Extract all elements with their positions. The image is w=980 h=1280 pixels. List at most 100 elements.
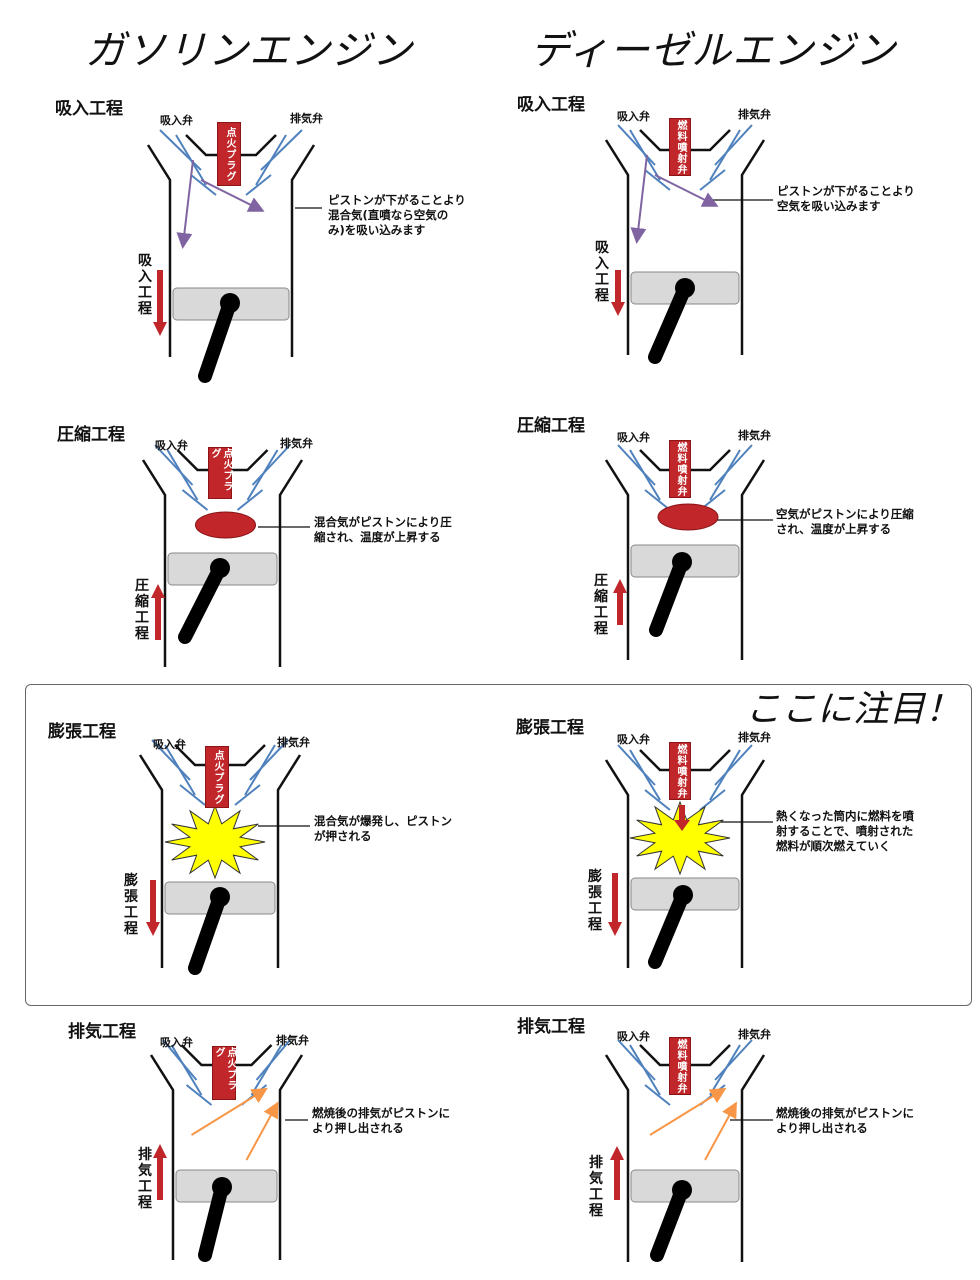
focus-highlight-box — [25, 684, 972, 1006]
annotation-line: 混合気が爆発し、ピストン — [314, 814, 452, 828]
gas-compression-exhaust-port-line — [251, 444, 291, 486]
diesel-intake-valve-label-1: 吸入弁 — [617, 110, 650, 123]
annotation-line: が押される — [314, 829, 372, 843]
diesel-exhaust-title: 排気工程 — [517, 1017, 585, 1037]
gas-exhaust-exhaust-valve-stem — [250, 1044, 283, 1096]
gas-intake-left-wall — [146, 144, 172, 357]
diesel-engine-title: ディーゼルエンジン — [530, 28, 897, 74]
gas-compression-annotation: 混合気がピストンにより圧 縮され、温度が上昇する — [314, 515, 452, 545]
diesel-compression-annotation: 空気がピストンにより圧縮 され、温度が上昇する — [776, 507, 914, 537]
spark-plug-1: 点火プラグ — [217, 122, 241, 186]
gas-exhaust-valve-label-1: 排気弁 — [290, 112, 323, 125]
diesel-expansion-intake-valve-head — [644, 789, 671, 811]
diesel-compression-intake-port-line — [617, 444, 656, 486]
annotation-line: み)を吸い込みます — [328, 223, 426, 237]
gas-intake-stroke-label: 吸入工程 — [138, 253, 152, 317]
gas-exhaust-valve-label-3: 排気弁 — [277, 736, 310, 749]
diesel-expansion-connecting-rod — [648, 888, 690, 969]
diesel-exhaust-intake-port-line — [617, 1039, 656, 1081]
annotation-line: 燃焼後の排気がピストンに — [776, 1106, 914, 1120]
annotation-line: ピストンが下がることより — [328, 193, 466, 207]
gas-expansion-connecting-rod — [188, 890, 227, 975]
annotation-line: 燃料が順次燃えていく — [776, 839, 891, 853]
gas-expansion-annotation: 混合気が爆発し、ピストン が押される — [314, 814, 452, 844]
gas-exhaust-connecting-rod — [198, 1180, 229, 1262]
diesel-intake-left-wall — [604, 139, 630, 355]
diesel-compression-intake-valve-head — [644, 489, 671, 511]
annotation-line: 混合気がピストンにより圧 — [314, 515, 452, 529]
gas-intake-title: 吸入工程 — [55, 99, 123, 119]
gas-intake-annotation: ピストンが下がることより 混合気(直噴なら空気の み)を吸い込みます — [328, 193, 466, 238]
spark-plug-3: 点火プラグ — [205, 746, 229, 808]
gas-expansion-piston-pin — [210, 887, 230, 907]
annotation-line: され、温度が上昇する — [776, 522, 892, 536]
diesel-expansion-exhaust-valve-head — [699, 789, 726, 811]
diesel-compression-exhaust-port-line — [714, 444, 753, 486]
diesel-exhaust-exhaust-port-line — [714, 1039, 753, 1081]
diesel-intake-valve-label-2: 吸入弁 — [617, 431, 650, 444]
diesel-expansion-title: 膨張工程 — [516, 718, 584, 738]
annotation-line: 空気を吸い込みます — [777, 199, 881, 213]
gas-compression-intake-port-line — [154, 444, 194, 486]
gas-intake-valve-label-4: 吸入弁 — [160, 1036, 193, 1049]
gas-compression-compressed-gas — [195, 511, 256, 539]
diesel-expansion-stroke-arrow-head — [608, 922, 622, 936]
diesel-expansion-injection-arrow-head — [674, 820, 690, 831]
annotation-line: 縮され、温度が上昇する — [314, 530, 441, 544]
annotation-line: ピストンが下がることより — [777, 184, 915, 198]
diesel-intake-stroke-arrow-head — [611, 302, 625, 316]
gas-exhaust-intake-valve-head — [185, 1084, 213, 1106]
gas-exhaust-intake-port-line — [162, 1039, 198, 1081]
gas-expansion-stroke-arrow-head — [146, 922, 160, 936]
diesel-compression-connecting-rod — [649, 555, 689, 637]
gas-intake-exhaust-port-line — [260, 129, 303, 171]
gas-intake-exhaust-valve-head — [245, 174, 272, 196]
diesel-exhaust-intake-valve-head — [644, 1084, 671, 1106]
gas-compression-right-wall — [278, 459, 304, 667]
diesel-expansion-exhaust-port-line — [714, 744, 753, 786]
diesel-intake-airflow-arrow-1 — [630, 154, 648, 244]
gas-compression-intake-valve-head — [181, 489, 209, 511]
diesel-exhaust-right-wall — [740, 1054, 766, 1262]
focus-label: ここに注目！ — [745, 689, 962, 730]
gas-exhaust-left-wall — [149, 1054, 175, 1260]
gas-compression-left-wall — [141, 459, 167, 667]
gas-expansion-intake-port-line — [151, 739, 191, 781]
spark-plug-2: 点火プラグ — [208, 447, 232, 499]
gas-exhaust-exhaust-flow-arrow-1 — [190, 1087, 268, 1136]
diesel-exhaust-stroke-arrow-head — [610, 1146, 624, 1160]
gas-compression-stroke-arrow-head — [151, 584, 165, 598]
fuel-injector-4: 燃料噴射弁 — [669, 1037, 691, 1095]
diesel-exhaust-valve-label-1: 排気弁 — [738, 108, 771, 121]
diesel-intake-intake-valve-head — [644, 169, 671, 191]
gas-exhaust-right-wall — [278, 1054, 304, 1260]
gas-expansion-left-wall — [138, 754, 164, 968]
gas-exhaust-title: 排気工程 — [68, 1022, 136, 1042]
diesel-exhaust-valve-label-4: 排気弁 — [738, 1028, 771, 1041]
gas-compression-stroke-label: 圧縮工程 — [135, 578, 149, 642]
diesel-expansion-piston-pin — [673, 885, 693, 905]
diesel-compression-stroke-arrow-head — [613, 579, 627, 593]
gas-intake-intake-valve-head — [190, 174, 217, 196]
diesel-compression-compressed-gas — [657, 503, 719, 531]
annotation-line: 燃焼後の排気がピストンに — [312, 1106, 450, 1120]
diesel-compression-stroke-label: 圧縮工程 — [594, 573, 608, 637]
diesel-intake-right-wall — [740, 139, 766, 355]
diesel-intake-connecting-rod — [648, 281, 692, 364]
gas-exhaust-annotation: 燃焼後の排気がピストンに より押し出される — [312, 1106, 450, 1136]
gas-intake-valve-label-3: 吸入弁 — [153, 738, 186, 751]
fuel-injector-3: 燃料噴射弁 — [669, 742, 691, 800]
diesel-intake-exhaust-port-line — [714, 124, 753, 166]
gas-intake-valve-label-2: 吸入弁 — [155, 439, 188, 452]
diesel-exhaust-left-wall — [604, 1054, 630, 1262]
diesel-intake-annotation: ピストンが下がることより 空気を吸い込みます — [777, 184, 915, 214]
gas-exhaust-stroke-label: 排気工程 — [138, 1147, 152, 1211]
diesel-exhaust-exhaust-flow-arrow-1 — [649, 1087, 727, 1136]
gas-compression-piston-pin — [210, 558, 230, 578]
gas-exhaust-exhaust-port-line — [255, 1039, 291, 1081]
gas-exhaust-piston-pin — [212, 1177, 232, 1197]
diesel-expansion-stroke-label: 膨張工程 — [588, 869, 602, 933]
diesel-expansion-left-wall — [604, 759, 630, 968]
diesel-compression-title: 圧縮工程 — [517, 416, 585, 436]
